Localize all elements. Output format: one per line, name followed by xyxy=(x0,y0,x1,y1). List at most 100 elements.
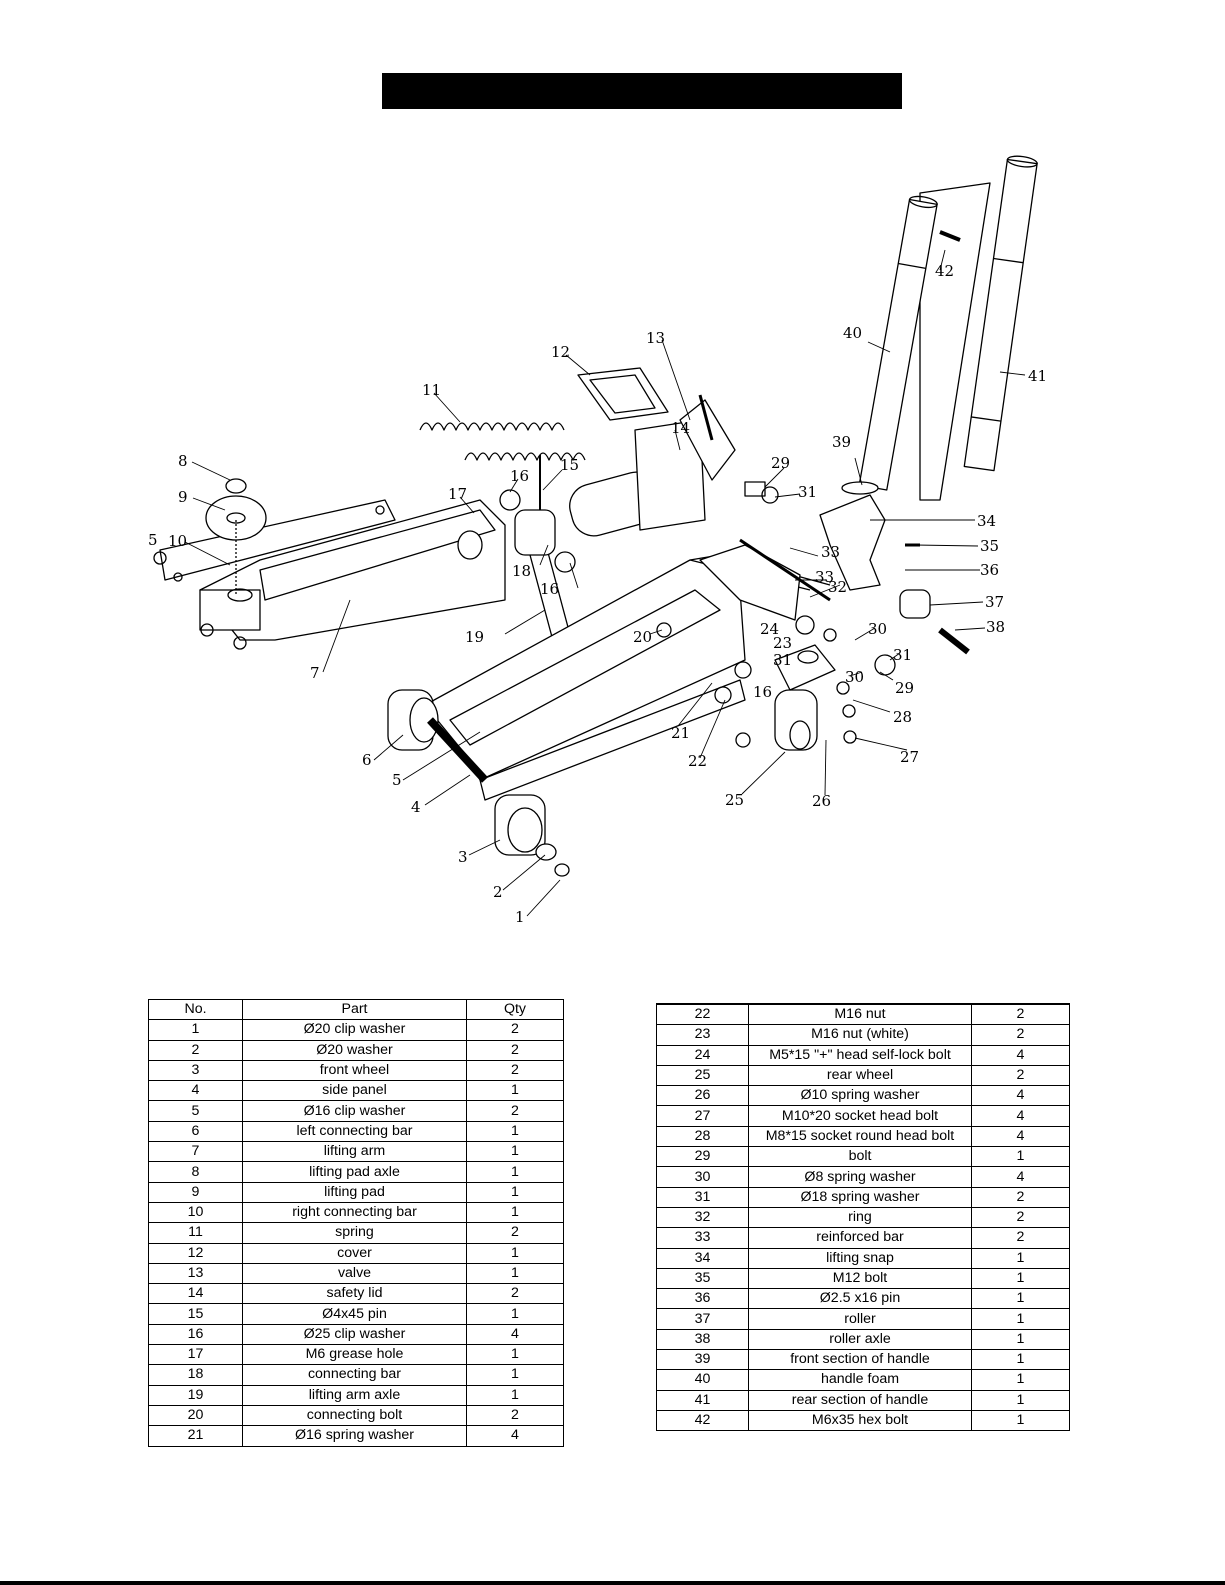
cell-no: 38 xyxy=(656,1328,749,1351)
cell-part: bolt xyxy=(748,1146,972,1168)
cell-part: M6 grease hole xyxy=(242,1344,467,1366)
callout-34: 34 xyxy=(977,512,996,530)
cell-qty: 2 xyxy=(971,1064,1070,1087)
callout-36: 36 xyxy=(980,561,999,579)
cell-part: lifting snap xyxy=(748,1247,972,1269)
callout-31b: 31 xyxy=(773,651,792,669)
cell-part: Ø16 clip washer xyxy=(242,1100,467,1122)
cell-qty: 4 xyxy=(971,1105,1070,1127)
callout-21: 21 xyxy=(671,724,690,742)
callout-38: 38 xyxy=(986,618,1005,636)
cell-no: 14 xyxy=(148,1283,243,1305)
cell-no: 9 xyxy=(148,1181,243,1203)
callout-28: 28 xyxy=(893,708,912,726)
cell-part: M12 bolt xyxy=(748,1267,972,1290)
cell-qty: 2 xyxy=(466,1019,564,1041)
cell-qty: 1 xyxy=(971,1328,1070,1351)
cell-part: valve xyxy=(242,1262,467,1285)
callout-5b: 5 xyxy=(148,531,158,549)
callout-32: 32 xyxy=(828,578,847,596)
cell-qty: 2 xyxy=(971,1024,1070,1046)
pump-block xyxy=(634,419,706,531)
callout-31c: 31 xyxy=(893,646,912,664)
cell-part: Ø18 spring washer xyxy=(748,1186,972,1208)
callout-29a: 29 xyxy=(771,454,790,472)
cell-part: M10*20 socket head bolt xyxy=(748,1105,972,1127)
cell-qty: 1 xyxy=(466,1344,564,1366)
header-no: No. xyxy=(148,998,243,1021)
cell-part: cover xyxy=(242,1242,467,1264)
cell-no: 6 xyxy=(148,1120,243,1143)
callout-5a: 5 xyxy=(392,771,402,789)
cell-part: ring xyxy=(748,1206,972,1229)
cell-part: M6x35 hex bolt xyxy=(748,1409,972,1432)
table-header-row: No. Part Qty xyxy=(148,998,564,1021)
right-connecting-bar xyxy=(159,499,396,581)
cell-no: 33 xyxy=(656,1227,749,1249)
cell-part: right connecting bar xyxy=(242,1201,467,1224)
cell-no: 17 xyxy=(148,1344,243,1366)
cell-no: 12 xyxy=(148,1242,243,1264)
callout-30a: 30 xyxy=(868,620,887,638)
cell-no: 37 xyxy=(656,1308,749,1330)
cell-qty: 1 xyxy=(971,1288,1070,1310)
cell-part: safety lid xyxy=(242,1283,467,1305)
cell-qty: 1 xyxy=(971,1389,1070,1411)
cell-qty: 2 xyxy=(466,1100,564,1122)
cell-no: 7 xyxy=(148,1141,243,1163)
cell-no: 11 xyxy=(148,1222,243,1244)
cell-part: rear section of handle xyxy=(748,1389,972,1411)
cell-part: lifting pad axle xyxy=(242,1161,467,1183)
cell-part: roller axle xyxy=(748,1328,972,1351)
cover-part xyxy=(577,367,669,421)
callout-1: 1 xyxy=(515,908,525,926)
cell-no: 42 xyxy=(656,1409,749,1432)
cell-no: 10 xyxy=(148,1201,243,1224)
cell-qty: 1 xyxy=(466,1262,564,1285)
callout-3: 3 xyxy=(458,848,468,866)
cell-qty: 1 xyxy=(971,1349,1070,1371)
cell-no: 20 xyxy=(148,1404,243,1427)
callout-25: 25 xyxy=(725,791,744,809)
callout-33b: 33 xyxy=(815,568,834,586)
cell-qty: 1 xyxy=(466,1384,564,1406)
callout-4: 4 xyxy=(411,798,421,816)
cell-part: M16 nut (white) xyxy=(748,1024,972,1046)
roller-axle-part xyxy=(938,627,970,655)
callout-16c: 16 xyxy=(753,683,772,701)
callout-24: 24 xyxy=(760,620,779,638)
cell-no: 16 xyxy=(148,1323,243,1346)
cell-no: 25 xyxy=(656,1064,749,1087)
cell-part: M16 nut xyxy=(748,1003,972,1026)
cell-part: Ø10 spring washer xyxy=(748,1085,972,1107)
cell-qty: 2 xyxy=(971,1206,1070,1229)
cell-qty: 2 xyxy=(971,1003,1070,1026)
header-part: Part xyxy=(242,998,467,1021)
callout-20: 20 xyxy=(633,628,652,646)
cell-no: 21 xyxy=(148,1425,243,1447)
cell-no: 24 xyxy=(656,1044,749,1066)
cell-no: 30 xyxy=(656,1166,749,1188)
